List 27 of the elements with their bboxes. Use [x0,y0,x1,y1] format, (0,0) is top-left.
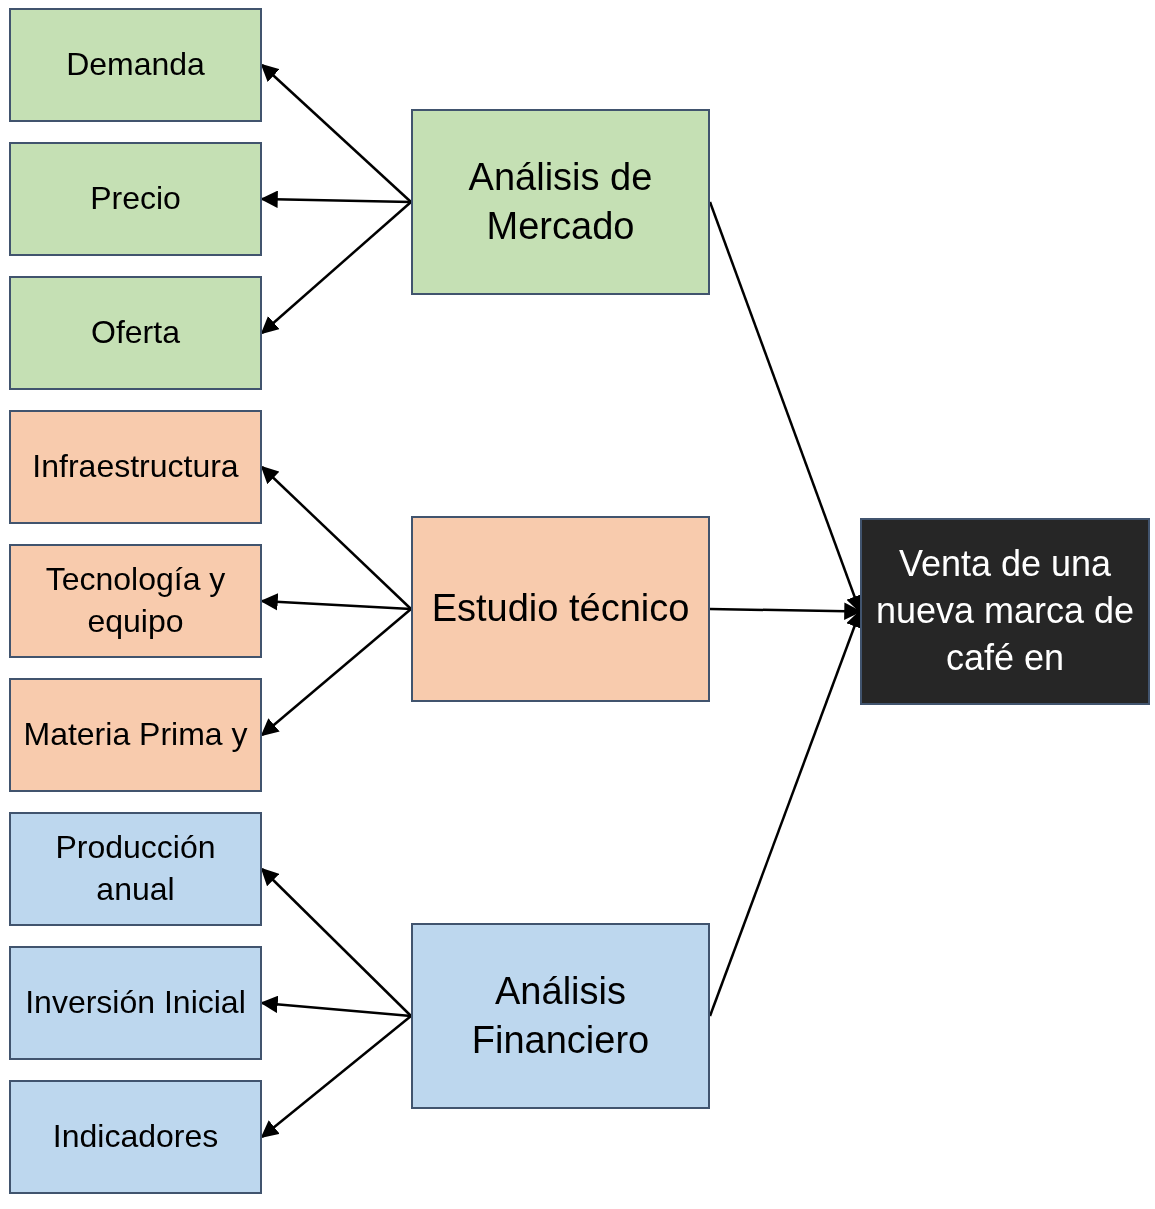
box-label: Estudio técnico [431,586,690,632]
process-box [411,516,710,702]
box-label: Venta de una nueva marca de café en [874,542,1136,680]
process-box [411,923,710,1109]
box-label: Producción anual [54,828,217,909]
box-label: Inversión Inicial [25,983,246,1023]
box-label: Indicadores [52,1117,219,1157]
box-label: Precio [90,179,181,219]
process-box [9,678,262,792]
arrow [709,602,862,620]
process-box [9,142,262,256]
box-label: Análisis de Mercado [467,154,654,249]
box-label: Demanda [66,45,205,85]
process-box [9,276,262,390]
process-box [411,109,710,295]
process-box [9,1080,262,1194]
process-box [9,544,262,658]
process-box [9,946,262,1060]
box-label: Oferta [91,313,180,353]
box-label: Tecnología y equipo [44,560,227,641]
box-label: Infraestructura [32,447,239,487]
process-box [9,812,262,926]
goal-box [860,518,1150,705]
box-label: Materia Prima y [23,715,248,755]
box-label: Análisis Financiero [470,968,651,1063]
process-box [9,410,262,524]
process-box [9,8,262,122]
